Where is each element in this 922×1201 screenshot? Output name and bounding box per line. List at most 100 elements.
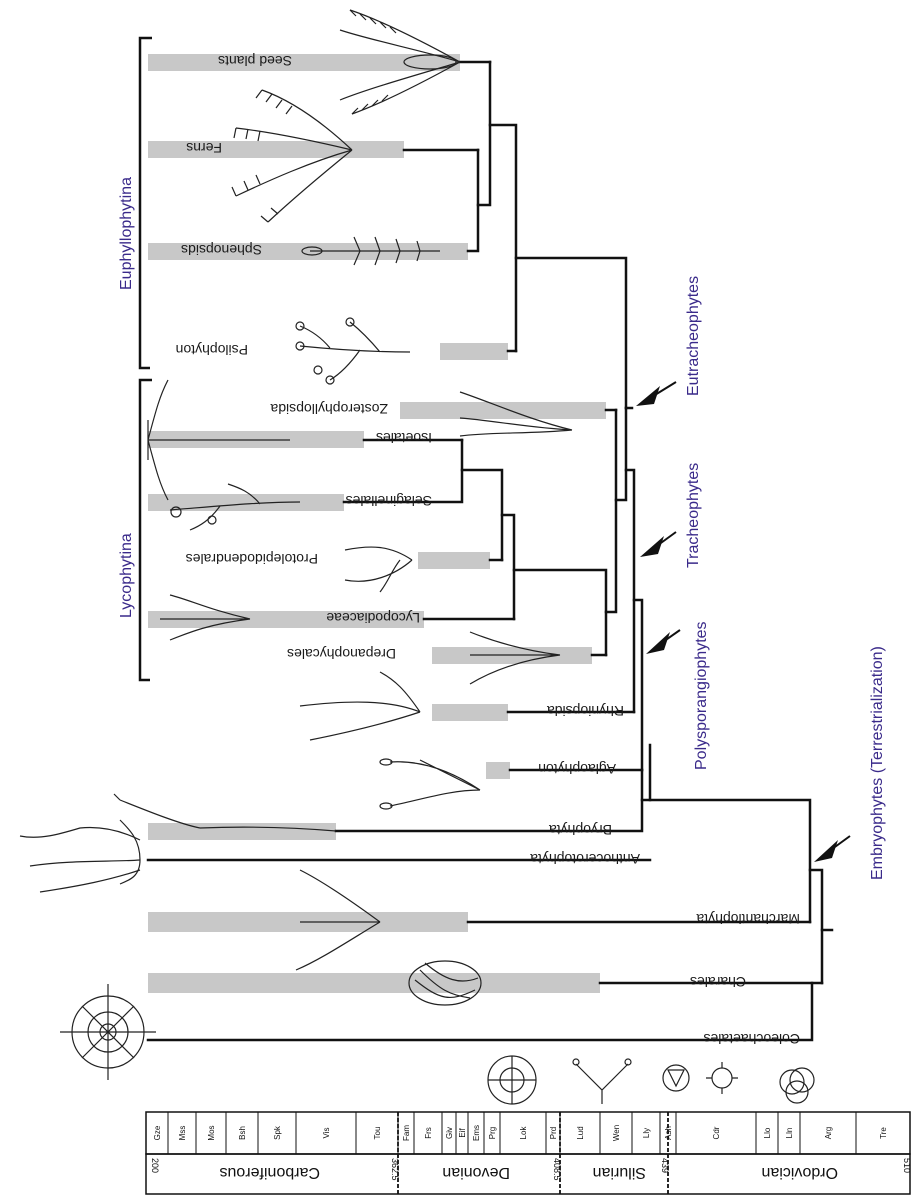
arrow-polysporangiophytes-icon — [646, 630, 680, 654]
age-label-439: 439 — [660, 1158, 670, 1173]
range-bar-psilophyton — [440, 343, 508, 360]
period-label-silurian: Silurian — [593, 1164, 646, 1181]
microfossil-3-icon — [663, 1065, 689, 1091]
stage-label: Lok — [519, 1126, 528, 1140]
branch-tracheo-spine — [626, 470, 634, 712]
coleochaete-sketch-icon — [60, 984, 156, 1080]
branch-seed-ferns-clade — [478, 62, 490, 205]
microfossil-5-icon — [780, 1068, 814, 1103]
branch-eutracheophytes — [616, 408, 626, 500]
range-bar-rhyniopsida — [432, 704, 508, 721]
age-label-200: 200 — [150, 1158, 160, 1173]
stage-label: Vis — [322, 1128, 331, 1139]
taxon-label-sphenopsids: Sphenopsids — [181, 242, 262, 258]
taxon-label-anthocerotophyta: Anthocerotophyta — [530, 851, 640, 867]
taxon-label-drepanophycales: Drepanophycales — [287, 646, 396, 662]
stage-label: Bsh — [238, 1126, 247, 1140]
isoetes-sketch-icon — [148, 380, 290, 500]
stage-label: Ash — [664, 1126, 673, 1140]
stage-label: Ems — [472, 1125, 481, 1141]
rhynia-sketch-icon — [300, 672, 420, 740]
node-label-embryophytes: Embryophytes (Terrestrialization) — [869, 646, 886, 880]
taxon-label-bryophyta: Bryophyta — [549, 822, 612, 838]
period-label-devonian: Devonian — [442, 1164, 510, 1181]
range-bar-selaginellales — [148, 494, 344, 511]
taxon-label-protolepidodendrales: Protolepidodendrales — [186, 551, 318, 567]
branch-iso-sel-node — [462, 470, 502, 560]
branch-sphenopsids — [468, 150, 478, 251]
taxon-label-selaginellales: Selaginellales — [346, 493, 432, 509]
taxon-label-coleochaetales: Coleochaetales — [703, 1031, 800, 1047]
taxon-label-lycopodiaceae: Lycopodiaceae — [326, 610, 420, 626]
stage-label: Prg — [488, 1127, 497, 1139]
stage-label: Mss — [178, 1126, 187, 1141]
stage-label: Arg — [824, 1127, 833, 1139]
age-label-510: 510 — [902, 1158, 912, 1173]
age-label-408: 408.5 — [552, 1158, 562, 1181]
stage-label: Tou — [373, 1127, 382, 1140]
group-label-euphyllophytina: Euphyllophytina — [118, 177, 135, 290]
arrow-tracheophytes-icon — [640, 532, 676, 557]
branch-bryophyta — [336, 770, 642, 831]
taxon-label-seed-plants: Seed plants — [218, 53, 292, 69]
stage-label: Lln — [785, 1128, 794, 1139]
stage-label: Prd — [549, 1127, 558, 1139]
taxon-label-psilophyton: Psilophyton — [176, 342, 248, 358]
aglaophyton-sketch-icon — [380, 759, 480, 809]
branch-lyco-inner — [502, 515, 514, 619]
node-label-polysporangiophytes: Polysporangiophytes — [693, 621, 710, 770]
stage-label: Frs — [424, 1127, 433, 1139]
branch-embryophytes — [810, 870, 822, 983]
arrow-eutracheophytes-icon — [636, 382, 676, 406]
taxon-labels: Seed plants Ferns Sphenopsids Psilophyto… — [176, 53, 800, 1047]
microfossil-2-icon — [573, 1059, 631, 1104]
range-bar-zosterophyllopsida — [400, 402, 606, 419]
range-bar-protolepidodendrales — [418, 552, 490, 569]
stage-label: Lly — [642, 1128, 651, 1138]
microfossil-sketches — [488, 1056, 814, 1104]
taxon-label-marchantiophyta: Marchantiophyta — [696, 911, 800, 927]
branch-euphyllo-stem — [516, 258, 626, 408]
microfossil-4-icon — [706, 1062, 738, 1094]
branch-land-inner — [650, 800, 810, 922]
branch-lycophytina-stem — [606, 410, 616, 612]
stage-label: Fam — [402, 1125, 411, 1141]
stage-label: Giv — [445, 1127, 454, 1139]
stage-label: Tre — [879, 1127, 888, 1139]
node-label-eutracheophytes: Eutracheophytes — [685, 276, 702, 396]
period-label-ordovician: Ordovician — [762, 1164, 838, 1181]
taxon-label-rhyniopsida: Rhyniopsida — [547, 703, 624, 719]
taxon-label-ferns: Ferns — [186, 140, 222, 156]
taxon-label-charales: Charales — [690, 974, 746, 990]
period-label-carboniferous: Carboniferous — [220, 1164, 321, 1181]
taxon-label-zosterophyllopsida: Zosterophyllopsida — [270, 401, 388, 417]
sphenopsid-sketch-icon — [302, 237, 440, 265]
protolepidodendron-sketch-icon — [345, 547, 412, 592]
stage-label: Spk — [273, 1125, 282, 1140]
bracket-lycophytina — [140, 380, 152, 680]
group-label-lycophytina: Lycophytina — [118, 533, 135, 618]
branch-euphyllo-inner — [490, 125, 516, 351]
bracket-euphyllophytina — [140, 38, 152, 368]
age-label-362: 362.5 — [390, 1158, 400, 1181]
period-labels: Carboniferous Devonian Silurian Ordovici… — [220, 1164, 839, 1181]
arrow-embryophytes-icon — [814, 836, 850, 862]
range-bar-aglaophyton — [486, 762, 510, 779]
stage-label: Mos — [207, 1125, 216, 1140]
group-labels: Euphyllophytina Lycophytina — [118, 177, 135, 618]
microfossil-1-icon — [488, 1056, 536, 1104]
range-bar-bryophyta — [148, 823, 336, 840]
node-label-tracheophytes: Tracheophytes — [685, 463, 702, 568]
tree-branches — [148, 62, 832, 1040]
stage-label: Eif — [458, 1128, 467, 1138]
node-markers: Eutracheophytes Tracheophytes Polysporan… — [636, 276, 886, 880]
stage-label: Llo — [763, 1127, 772, 1138]
branch-lyco-stem — [514, 570, 606, 655]
range-bar-charales — [148, 973, 600, 993]
stage-label: Lud — [576, 1126, 585, 1139]
group-brackets — [140, 38, 152, 680]
stage-row — [146, 1112, 910, 1154]
hornwort-sketch-icon — [20, 820, 140, 892]
